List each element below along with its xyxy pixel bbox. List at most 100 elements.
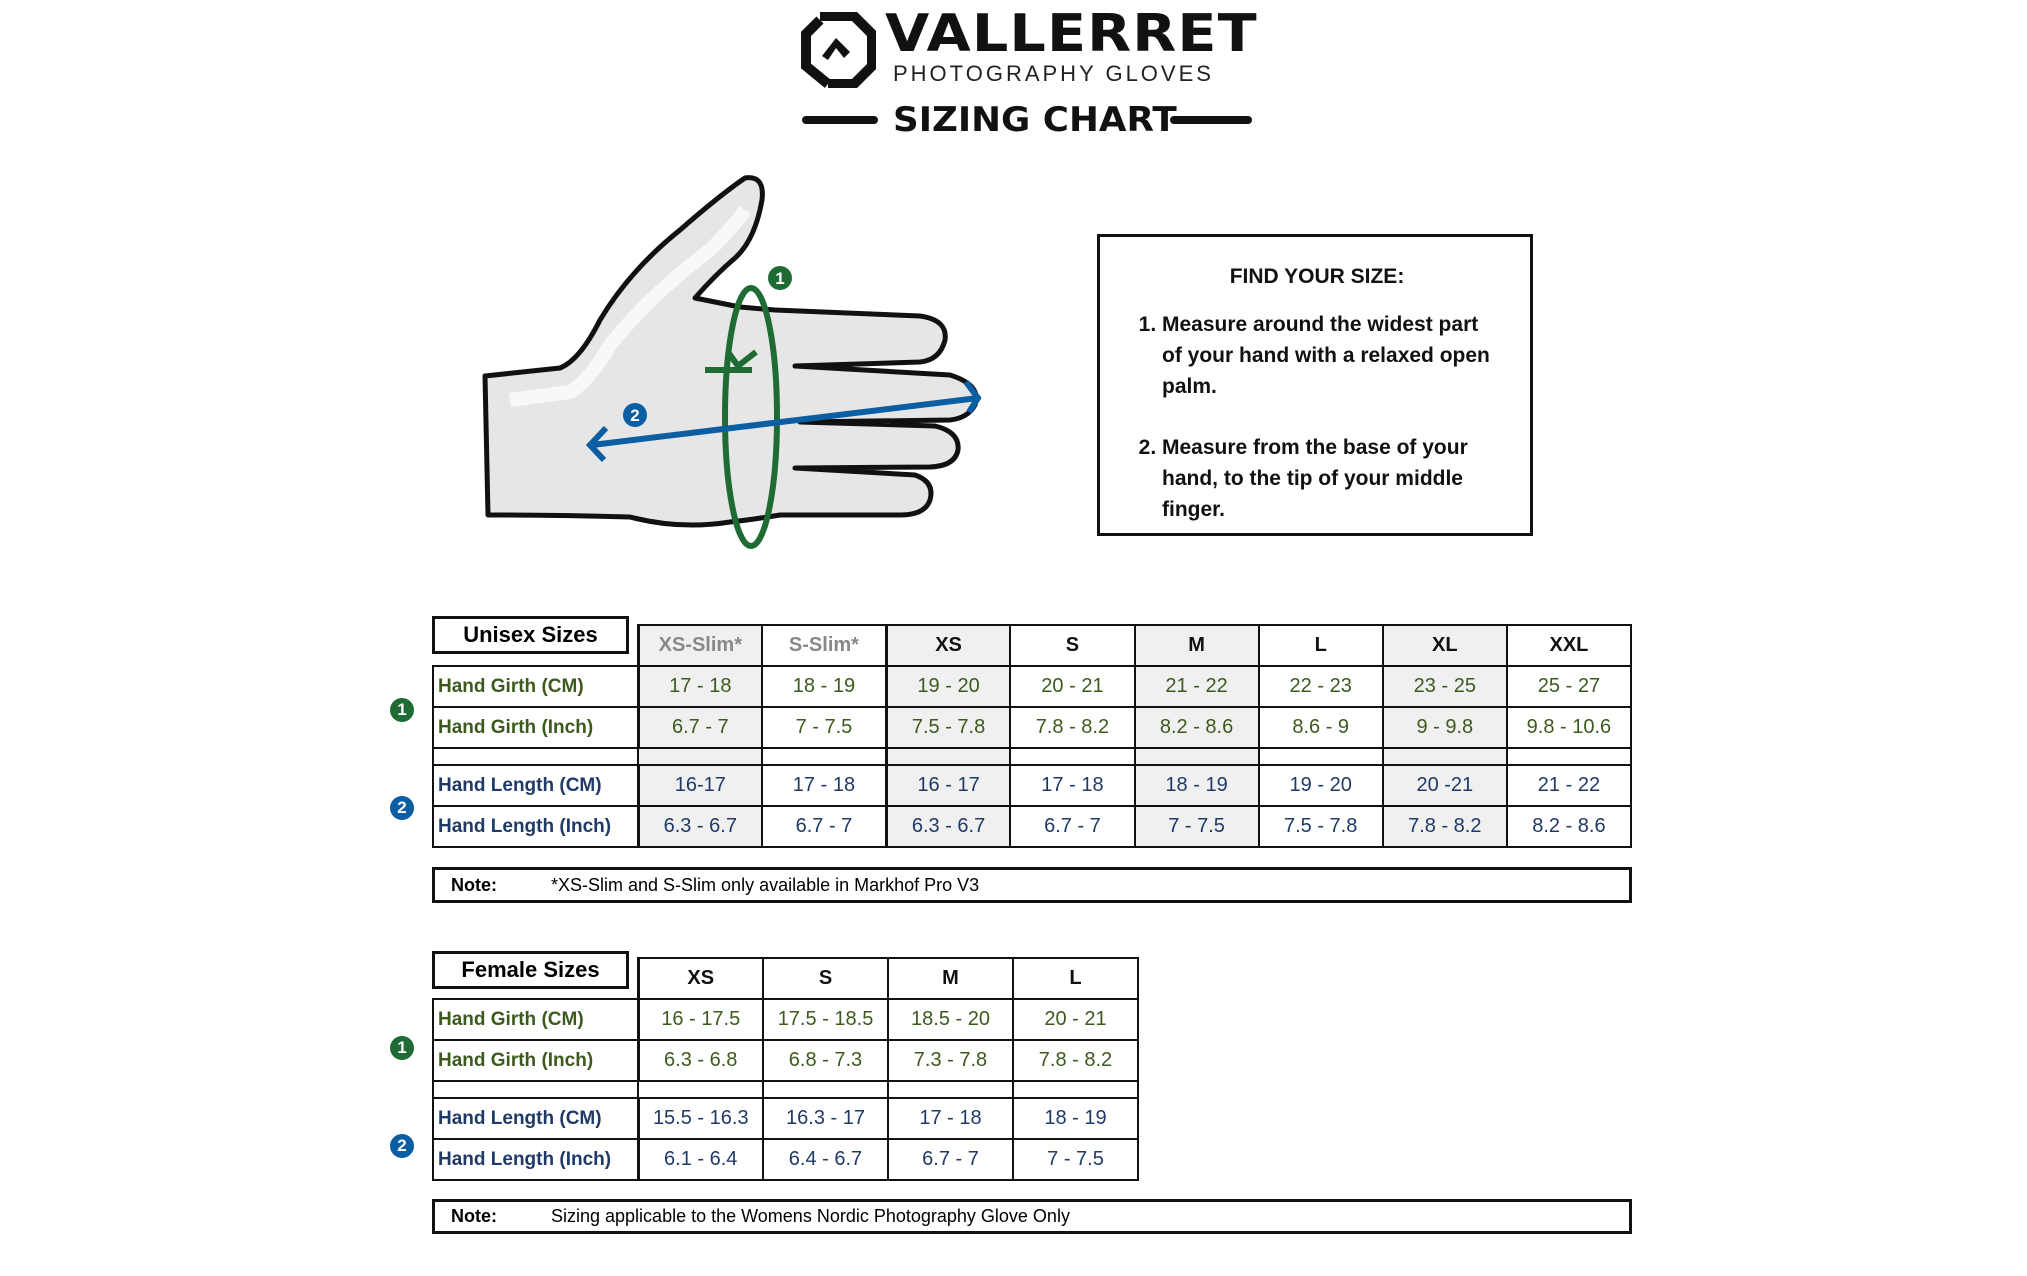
find-title: FIND YOUR SIZE:	[1229, 265, 1405, 288]
size-value-cell: 6.3 - 6.7	[884, 805, 1012, 848]
brand-tagline: PHOTOGRAPHY GLOVES	[893, 61, 1214, 86]
size-value-cell: 20 -21	[1381, 764, 1508, 807]
size-column-header: S-Slim*	[761, 624, 888, 667]
row-label: Hand Length (Inch)	[432, 805, 640, 848]
size-value-cell: 18 - 19	[1133, 764, 1260, 807]
hand-measurement-illustration: 1 2	[482, 175, 982, 549]
size-value-cell: 16.3 - 17	[762, 1097, 889, 1140]
note-text: *XS-Slim and S-Slim only available in Ma…	[551, 874, 980, 895]
find-step: Measure from the base of your hand, to t…	[1162, 432, 1500, 525]
size-value-cell: 21 - 22	[1505, 764, 1633, 807]
size-column-header: XXL	[1505, 624, 1633, 667]
size-column-header: L	[1012, 957, 1139, 1000]
size-value-cell: 19 - 20	[884, 665, 1012, 708]
size-value-cell: 21 - 22	[1133, 665, 1260, 708]
size-value-cell: 17 - 18	[887, 1097, 1014, 1140]
size-value-cell: 7.5 - 7.8	[884, 706, 1012, 749]
size-value-cell: 18.5 - 20	[887, 998, 1014, 1041]
svg-text:1: 1	[775, 269, 784, 288]
row-label: Hand Length (CM)	[432, 1097, 640, 1140]
size-value-cell: 20 - 21	[1012, 998, 1139, 1041]
size-value-cell: 7 - 7.5	[761, 706, 888, 749]
size-value-cell: 8.2 - 8.6	[1505, 805, 1633, 848]
size-value-cell: 7.8 - 8.2	[1381, 805, 1508, 848]
row-label: Hand Girth (Inch)	[432, 1039, 640, 1082]
size-value-cell: 19 - 20	[1257, 764, 1384, 807]
row-label: Hand Length (Inch)	[432, 1138, 640, 1181]
size-value-cell: 7.3 - 7.8	[887, 1039, 1014, 1082]
find-step: Measure around the widest part of your h…	[1162, 309, 1500, 402]
unisex-note: Note: *XS-Slim and S-Slim only available…	[432, 867, 1632, 903]
size-value-cell: 18 - 19	[1012, 1097, 1139, 1140]
size-value-cell: 25 - 27	[1505, 665, 1633, 708]
size-value-cell: 7 - 7.5	[1012, 1138, 1139, 1181]
girth-marker-badge: 1	[768, 266, 792, 290]
size-value-cell: 6.3 - 6.7	[636, 805, 764, 848]
size-value-cell: 8.2 - 8.6	[1133, 706, 1260, 749]
row-label: Hand Girth (Inch)	[432, 706, 640, 749]
size-value-cell: 17 - 18	[761, 764, 888, 807]
note-label: Note:	[451, 1206, 497, 1226]
size-column-header: S	[762, 957, 889, 1000]
size-value-cell: 17 - 18	[636, 665, 764, 708]
size-value-cell: 7.5 - 7.8	[1257, 805, 1384, 848]
size-value-cell: 20 - 21	[1009, 665, 1136, 708]
size-value-cell: 17.5 - 18.5	[762, 998, 889, 1041]
size-column-header: L	[1257, 624, 1384, 667]
brand-logo-icon	[801, 12, 876, 88]
size-column-header: XS	[884, 624, 1012, 667]
size-value-cell: 7 - 7.5	[1133, 805, 1260, 848]
brand-name: VALLERRET	[885, 4, 1258, 64]
svg-text:2: 2	[630, 406, 639, 425]
size-value-cell: 16-17	[636, 764, 764, 807]
size-column-header: XS-Slim*	[636, 624, 764, 667]
size-value-cell: 15.5 - 16.3	[637, 1097, 764, 1140]
female-note: Note: Sizing applicable to the Womens No…	[432, 1199, 1632, 1234]
size-value-cell: 8.6 - 9	[1257, 706, 1384, 749]
size-value-cell: 6.7 - 7	[636, 706, 764, 749]
row-label: Hand Girth (CM)	[432, 998, 640, 1041]
note-text: Sizing applicable to the Womens Nordic P…	[551, 1206, 1070, 1226]
size-value-cell: 6.7 - 7	[1009, 805, 1136, 848]
size-value-cell: 23 - 25	[1381, 665, 1508, 708]
row-spacer	[432, 1080, 1139, 1099]
row-label: Hand Girth (CM)	[432, 665, 640, 708]
size-column-header: S	[1009, 624, 1136, 667]
row-label: Hand Length (CM)	[432, 764, 640, 807]
size-value-cell: 6.8 - 7.3	[762, 1039, 889, 1082]
size-value-cell: 6.3 - 6.8	[637, 1039, 764, 1082]
title-rule-right	[1170, 116, 1252, 124]
size-value-cell: 22 - 23	[1257, 665, 1384, 708]
size-value-cell: 9 - 9.8	[1381, 706, 1508, 749]
girth-badge: 1	[390, 1036, 414, 1060]
size-value-cell: 16 - 17	[884, 764, 1012, 807]
length-badge: 2	[390, 1134, 414, 1158]
length-marker-badge: 2	[623, 403, 647, 427]
size-value-cell: 6.1 - 6.4	[637, 1138, 764, 1181]
size-value-cell: 6.7 - 7	[761, 805, 888, 848]
size-value-cell: 6.7 - 7	[887, 1138, 1014, 1181]
size-column-header: M	[887, 957, 1014, 1000]
size-value-cell: 18 - 19	[761, 665, 888, 708]
length-badge: 2	[390, 796, 414, 820]
size-column-header: M	[1133, 624, 1260, 667]
size-value-cell: 16 - 17.5	[637, 998, 764, 1041]
size-value-cell: 9.8 - 10.6	[1505, 706, 1633, 749]
row-spacer	[432, 747, 1633, 766]
note-label: Note:	[451, 874, 497, 895]
size-value-cell: 6.4 - 6.7	[762, 1138, 889, 1181]
size-value-cell: 7.8 - 8.2	[1009, 706, 1136, 749]
girth-badge: 1	[390, 698, 414, 722]
size-column-header: XS	[637, 957, 764, 1000]
size-column-header: XL	[1381, 624, 1508, 667]
